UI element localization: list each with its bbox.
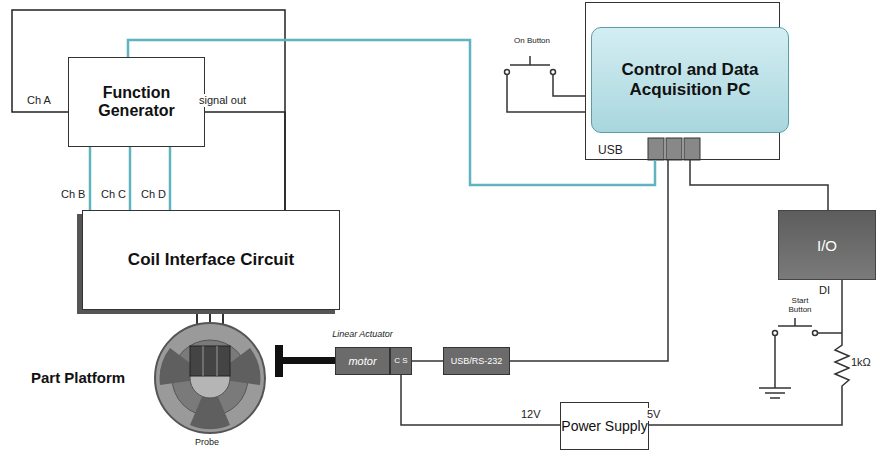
connector-wire (690, 160, 828, 210)
ground-symbol (770, 397, 780, 399)
usb-port (684, 138, 700, 160)
wire (553, 75, 585, 96)
node-text: C S (394, 357, 407, 366)
node-text: Function Generator (69, 84, 204, 120)
contact (813, 331, 818, 336)
node-text: Power Supply (561, 418, 647, 434)
label-text: Part Platform (30, 369, 126, 386)
part-platform (155, 323, 265, 433)
motor-box: Linear Actuatormotor (335, 347, 390, 375)
rod (283, 357, 335, 364)
label-text: DI (818, 284, 831, 297)
usb-ports (648, 138, 700, 160)
connector-wire (510, 160, 668, 361)
function-generator: Function Generator (68, 57, 205, 147)
label-text: 1kΩ (850, 356, 872, 369)
label-text: Start Button (780, 296, 820, 314)
probe-detail (203, 346, 204, 376)
cs-box: C S (390, 347, 412, 375)
wire (507, 75, 585, 112)
ground-symbol (759, 387, 791, 389)
connector-wire (129, 147, 132, 210)
label-text: Ch D (140, 188, 167, 201)
node-text: USB/RS-232 (451, 356, 503, 366)
connector-wire (89, 147, 92, 210)
contact (505, 70, 510, 75)
resistor-symbol (640, 340, 849, 425)
connector-wire (205, 112, 285, 210)
pc-housing: USBControl and Data Acquisition PC (585, 2, 780, 160)
label-text: Probe (194, 437, 220, 447)
coil-interface-box: Coil Interface Circuit (82, 210, 340, 310)
label-text: signal out (198, 94, 247, 107)
contact (551, 70, 556, 75)
wire (818, 332, 842, 334)
usb-port (648, 138, 664, 160)
probe-detail (217, 346, 218, 376)
connector-wire (128, 40, 655, 185)
button-stem (529, 56, 531, 65)
label-text: 5V (646, 408, 661, 421)
start-circuit (640, 280, 849, 425)
node-text: Coil Interface Circuit (128, 250, 294, 270)
label-text: 12V (520, 408, 542, 421)
label-text: Ch A (26, 94, 52, 107)
power-supply-box: Power Supply (560, 402, 649, 450)
wire (841, 280, 843, 340)
platform-disc (155, 323, 265, 433)
node-text: I/O (817, 237, 837, 254)
node-text: Control and Data Acquisition PC (592, 60, 788, 100)
on-button-symbol (505, 56, 586, 112)
io-box: I/O (778, 210, 876, 280)
connector-wire (401, 375, 560, 425)
button-stem (794, 318, 796, 326)
node-text: motor (348, 355, 376, 367)
port-label: USB (598, 143, 623, 157)
ground-symbol (765, 392, 785, 394)
connector-wire (169, 147, 172, 210)
usb-rs232-box: USB/RS-232 (443, 347, 510, 375)
label-text: Ch C (100, 188, 127, 201)
button-bar (778, 325, 812, 327)
node-heading: Linear Actuator (306, 329, 419, 339)
pc-screen: Control and Data Acquisition PC (591, 27, 789, 133)
probe-body (190, 346, 230, 376)
label-text: Ch B (60, 188, 86, 201)
button-bar (510, 64, 550, 66)
usb-port (666, 138, 682, 160)
connector-wire (412, 360, 443, 362)
t-bar (275, 345, 283, 377)
contact (773, 331, 778, 336)
wire (774, 336, 776, 388)
actuator-rod (275, 345, 335, 377)
label-text: On Button (510, 36, 554, 45)
